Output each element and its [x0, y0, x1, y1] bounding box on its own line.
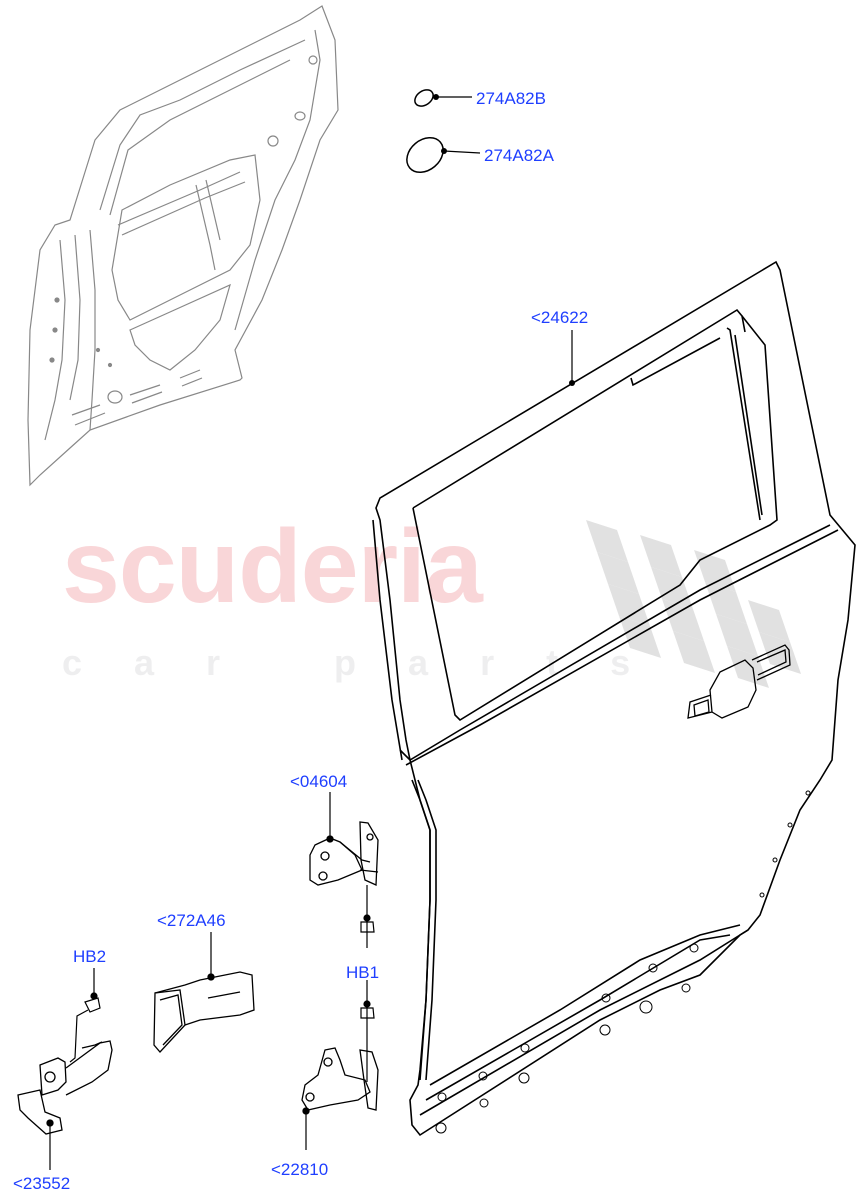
bolt-HB2[interactable] — [69, 968, 101, 1063]
callout-272A46[interactable]: <272A46 — [157, 911, 226, 930]
grommet-274A82B[interactable] — [412, 87, 472, 110]
rear-door-shell[interactable] — [372, 260, 856, 1137]
watermark-logo-text: scuderia — [62, 509, 483, 625]
sill-fastener-holes — [435, 790, 811, 1134]
upper-hinge[interactable] — [309, 792, 379, 886]
door-check-strap[interactable] — [17, 1040, 113, 1170]
callout-274A82B[interactable]: 274A82B — [476, 89, 546, 108]
checkered-flag-watermark — [586, 520, 801, 688]
lower-hinge[interactable] — [301, 1047, 379, 1150]
callout-274A82A[interactable]: 274A82A — [484, 146, 554, 165]
callout-23552[interactable]: <23552 — [13, 1174, 71, 1193]
leader-24622 — [569, 330, 575, 386]
callout-HB1[interactable]: HB1 — [346, 963, 380, 982]
callout-24622[interactable]: <24622 — [531, 308, 589, 327]
hinge-bolts-HB1[interactable] — [360, 885, 375, 1082]
callout-22810[interactable]: <22810 — [271, 1160, 329, 1179]
callout-HB2[interactable]: HB2 — [73, 947, 107, 966]
door-handle-recess — [687, 644, 791, 719]
callout-04604[interactable]: <04604 — [290, 772, 348, 791]
check-strap-housing[interactable] — [153, 932, 255, 1053]
grommet-274A82A[interactable] — [400, 131, 481, 180]
reference-door-inner-view — [27, 5, 339, 487]
